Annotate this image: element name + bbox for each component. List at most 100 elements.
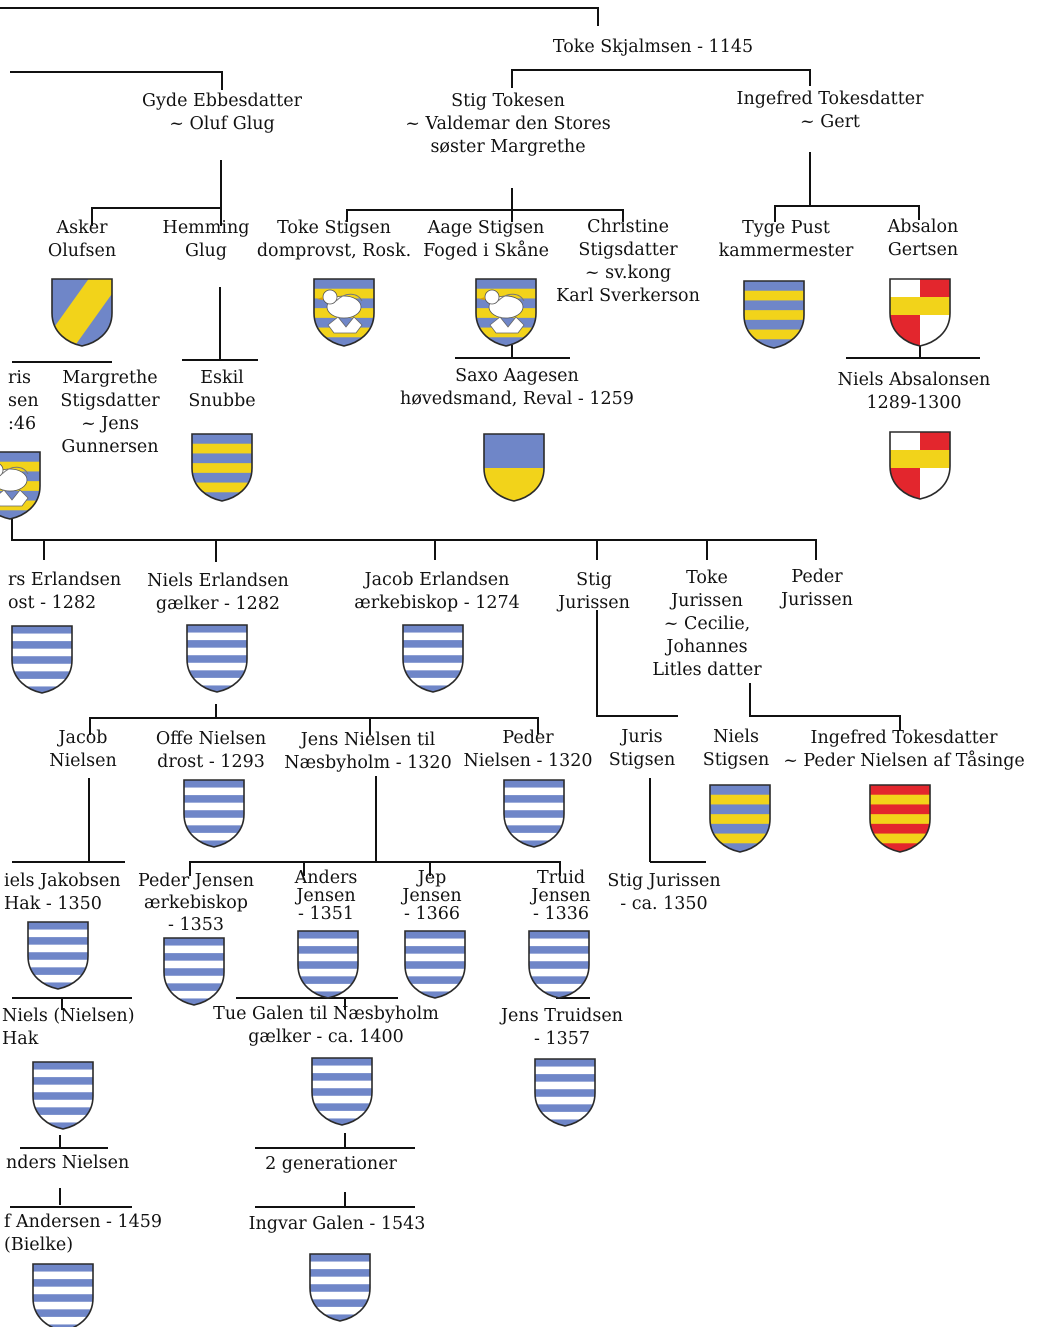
- person-text-line: ærkebiskop - 1274: [354, 593, 520, 613]
- coat-of-arms-niels-stigsen: [709, 784, 771, 853]
- person-text-line: Peder: [502, 728, 554, 748]
- coat-of-arms-niels-nielsen: [32, 1061, 94, 1130]
- person-andersen-bielke: f Andersen - 1459 (Bielke): [4, 1211, 162, 1257]
- coat-of-arms-peder-nielsen: [503, 779, 565, 848]
- coat-of-arms-aage-stigsen: [475, 278, 537, 347]
- coat-of-arms-ingefred-2: [869, 784, 931, 853]
- coat-of-arms-peder-jensen: [163, 937, 225, 1006]
- person-text-line: Karl Sverkerson: [556, 286, 700, 306]
- person-text-line: Ingefred Tokesdatter: [810, 728, 998, 748]
- person-text-line: - 1357: [533, 1029, 590, 1049]
- person-text-line: sen: [8, 391, 39, 411]
- person-text-line: Truid: [536, 868, 586, 888]
- person-jens-truidsen: Jens Truidsen - 1357: [501, 1005, 623, 1051]
- coat-of-arms-ingvar-galen: [309, 1253, 371, 1322]
- person-text-line: Gertsen: [887, 240, 959, 260]
- person-text-line: Nielsen: [49, 751, 117, 771]
- person-text-line: Margrethe: [62, 368, 158, 388]
- coat-of-arms-anders-jensen: [297, 930, 359, 999]
- person-text-line: Jacob Erlandsen: [364, 570, 510, 590]
- person-text-line: Stig Tokesen: [451, 91, 565, 111]
- connector-line: [91, 160, 222, 226]
- person-text-line: ost - 1282: [8, 593, 97, 613]
- person-text-line: (Bielke): [4, 1235, 74, 1255]
- person-text-line: 2 generationer: [265, 1154, 397, 1174]
- person-text-line: Asker: [56, 218, 108, 238]
- person-text-line: f Andersen - 1459: [4, 1212, 163, 1232]
- person-text-line: ~ Gert: [800, 112, 860, 132]
- person-gyde-ebbesdatter: Gyde Ebbesdatter~ Oluf Glug: [142, 90, 302, 136]
- person-text-line: Foged i Skåne: [423, 241, 549, 261]
- person-text-line: søster Margrethe: [430, 137, 586, 157]
- person-text-line: Stigsdatter: [578, 240, 678, 260]
- person-text-line: Peder Jensen: [137, 871, 255, 891]
- person-text-line: ærkebiskop: [144, 893, 248, 913]
- coat-of-arms-tyge-pust: [743, 280, 805, 349]
- person-text-line: Niels (Nielsen): [2, 1006, 135, 1026]
- person-text-line: Gunnersen: [61, 437, 159, 457]
- person-text-line: Litles datter: [652, 660, 762, 680]
- person-text-line: Glug: [184, 241, 228, 261]
- person-anders-nielsen: nders Nielsen: [6, 1152, 129, 1175]
- person-text-line: Offe Nielsen: [155, 729, 267, 749]
- person-text-line: Jurissen: [671, 591, 743, 611]
- person-text-line: iels Jakobsen: [4, 871, 121, 891]
- connector-line: [0, 7, 599, 26]
- person-text-line: Jensen: [296, 886, 356, 906]
- person-text-line: Jacob: [58, 728, 108, 748]
- connector-line: [596, 610, 678, 717]
- coat-of-arms-erlandsen-cut: [11, 625, 73, 694]
- person-text-line: Stigsdatter: [60, 391, 160, 411]
- person-text-line: Toke Stigsen: [277, 218, 391, 238]
- coat-of-arms-truid-jensen: [528, 930, 590, 999]
- connector-line: [89, 704, 217, 735]
- connector-line: [774, 152, 811, 222]
- person-ingefred-tokesdatter-1: Ingefred Tokesdatter~ Gert: [737, 88, 924, 134]
- connector-line: [512, 209, 624, 222]
- person-text-line: Hak - 1350: [4, 894, 102, 914]
- person-jacob-erlandsen: Jacob Erlandsen ærkebiskop - 1274: [354, 569, 519, 615]
- person-text-line: Christine: [587, 217, 669, 237]
- person-text-line: Absalon: [887, 217, 959, 237]
- person-text-line: Jurissen: [558, 593, 630, 613]
- person-text-line: - 1351: [297, 904, 355, 924]
- person-text-line: høvedsmand, Reval - 1259: [400, 389, 634, 409]
- person-text-line: Snubbe: [188, 391, 256, 411]
- coat-of-arms-andersen-bielke: [32, 1263, 94, 1327]
- person-text-line: Saxo Aagesen: [455, 366, 579, 386]
- coat-of-arms-asker: [51, 278, 113, 347]
- coat-of-arms-niels-jakobsen: [27, 921, 89, 990]
- person-text-line: ~ sv.kong: [584, 263, 672, 283]
- person-text-line: - 1336: [532, 904, 590, 924]
- person-text-line: Jep: [417, 868, 447, 888]
- person-text-line: 1289-1300: [866, 393, 962, 413]
- person-text-line: Næsbyholm - 1320: [284, 753, 452, 773]
- person-ingvar-galen: Ingvar Galen - 1543: [249, 1213, 426, 1236]
- coat-of-arms-absalon: [889, 278, 951, 347]
- person-text-line: kammermester: [718, 241, 854, 261]
- person-text-line: Stig Jurissen: [607, 871, 721, 891]
- person-text-line: Jens Truidsen: [501, 1006, 623, 1026]
